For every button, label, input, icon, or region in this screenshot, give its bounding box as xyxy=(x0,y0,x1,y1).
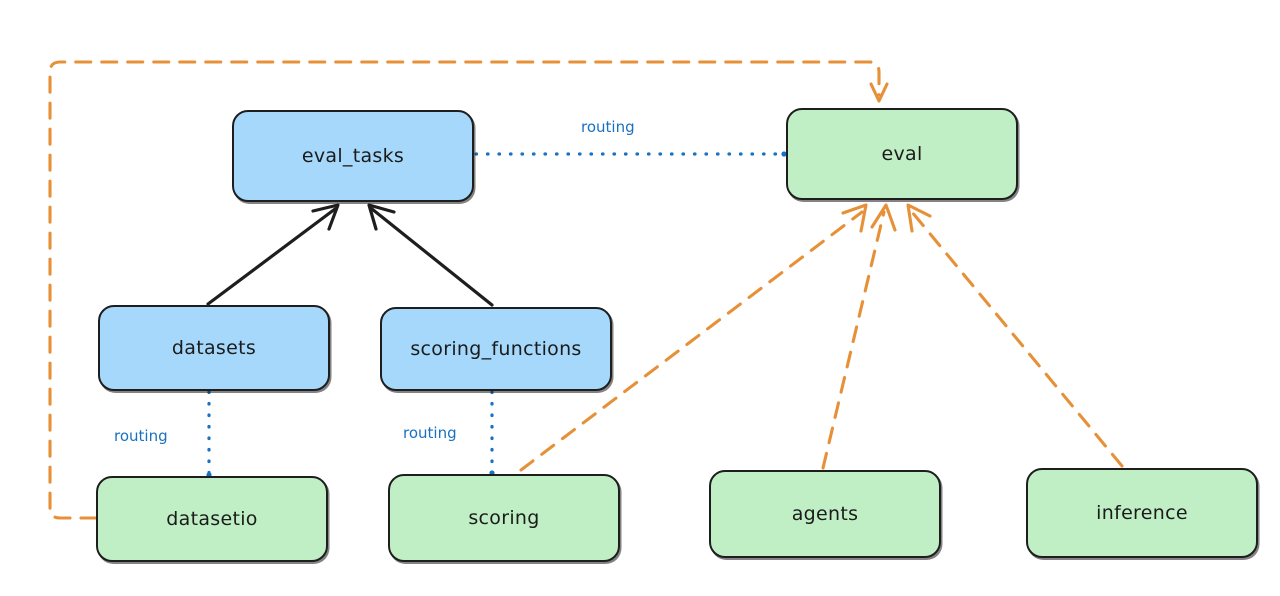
edge-label-routing-scoring-functions-scoring: routing xyxy=(400,424,460,442)
edge-eval_tasks-to-eval xyxy=(474,151,787,157)
node-datasets-label: datasets xyxy=(171,337,257,359)
edge-agents-to-eval xyxy=(821,203,897,470)
edge-label-routing-eval-tasks-eval: routing xyxy=(578,118,638,136)
node-eval[interactable]: eval xyxy=(786,108,1018,200)
node-scoring[interactable]: scoring xyxy=(388,474,620,562)
edge-label-routing-datasets-datasetio: routing xyxy=(111,427,171,445)
edge-inference-to-eval xyxy=(906,203,1124,468)
edge-datasets-to-datasetio xyxy=(206,390,212,478)
edge-datasetio-to-eval xyxy=(48,60,889,520)
node-scoring-label: scoring xyxy=(468,507,540,529)
node-datasetio[interactable]: datasetio xyxy=(96,476,328,562)
node-scoring-functions-label: scoring_functions xyxy=(410,338,582,360)
edge-scoring_functions-to-eval_tasks xyxy=(367,203,494,307)
node-scoring-functions[interactable]: scoring_functions xyxy=(380,307,612,391)
edge-scoring_functions-to-scoring xyxy=(489,390,495,476)
node-agents[interactable]: agents xyxy=(709,470,941,558)
node-eval-tasks-label: eval_tasks xyxy=(301,145,405,167)
node-datasets[interactable]: datasets xyxy=(98,305,330,391)
node-inference-label: inference xyxy=(1096,502,1188,524)
node-inference[interactable]: inference xyxy=(1026,468,1258,558)
edge-datasets-to-eval_tasks xyxy=(206,203,340,306)
node-datasetio-label: datasetio xyxy=(166,508,258,530)
node-eval-tasks[interactable]: eval_tasks xyxy=(232,110,474,202)
node-agents-label: agents xyxy=(791,503,859,525)
node-eval-label: eval xyxy=(881,143,923,165)
edge-scoring-to-eval xyxy=(519,203,868,472)
